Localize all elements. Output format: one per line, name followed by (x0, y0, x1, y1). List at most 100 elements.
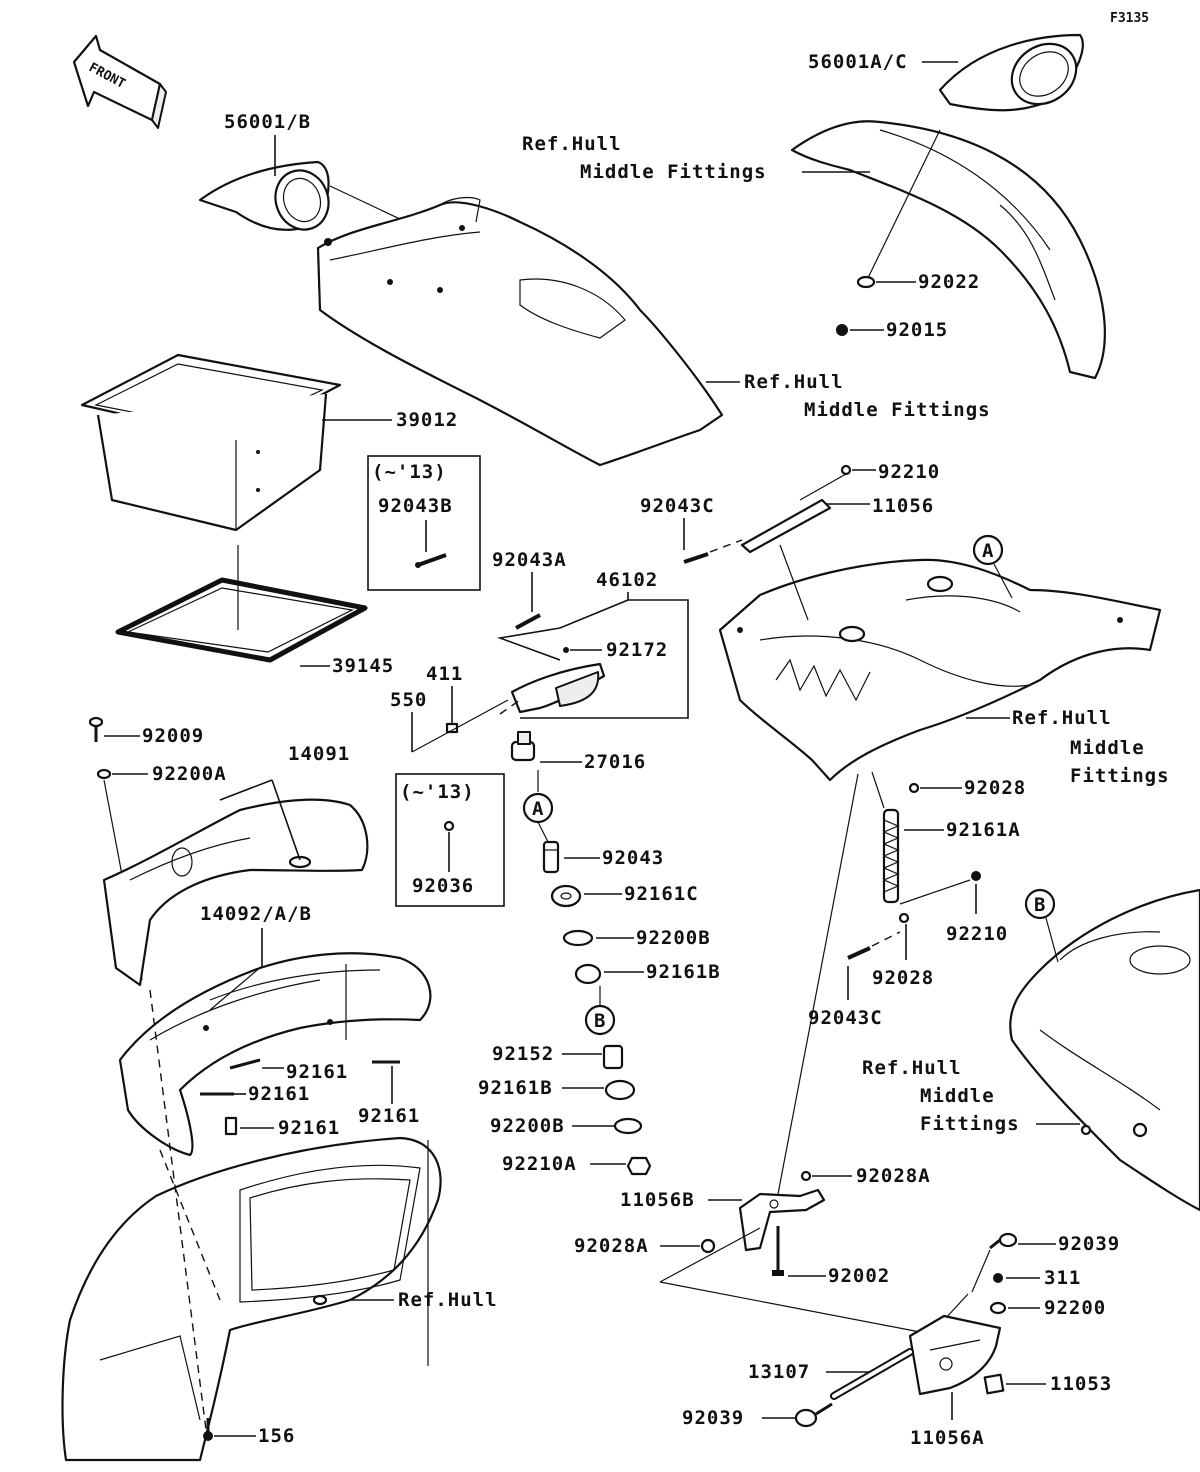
hull-left-icon (61, 1136, 442, 1462)
washer-92200-icon (989, 1301, 1007, 1315)
meter-56001b-icon (198, 160, 330, 231)
washer-92200b-1-icon (562, 929, 594, 947)
label-92161c: 92161C (624, 883, 699, 905)
label-11056: 11056 (872, 495, 934, 517)
screw-156-icon (203, 1418, 213, 1441)
label-92015: 92015 (886, 319, 948, 341)
rubber-92161c-hole (560, 892, 572, 900)
figure-code: F3135 (1110, 11, 1149, 26)
nut-92210-top-icon (840, 464, 852, 476)
label-11053: 11053 (1050, 1373, 1112, 1395)
label-92022: 92022 (918, 271, 980, 293)
axis-92210-top (799, 473, 847, 501)
label-92161a: 92161A (946, 819, 1021, 841)
spring-92161a-icon (882, 808, 900, 904)
label-92152: 92152 (492, 1043, 554, 1065)
nut-92210-mid-icon (971, 871, 981, 881)
axis-11056b (777, 773, 859, 1195)
label-refhull-a2: Middle Fittings (580, 161, 767, 183)
dash-92043c-mid (871, 931, 901, 947)
washer-92022-icon (856, 275, 876, 289)
label-refhull-c1: Ref.Hull (1012, 707, 1112, 729)
front-arrow-icon: FRONT (72, 34, 167, 129)
label-56001ac: 56001A/C (808, 51, 908, 73)
label-92043: 92043 (602, 847, 664, 869)
label-46102: 46102 (596, 569, 658, 591)
bracket-11056b-icon (738, 1188, 826, 1252)
upper-cover-icon (316, 196, 724, 467)
bolt-92028-2-icon (898, 912, 910, 924)
axis-11056a-top (943, 1293, 969, 1321)
washer-92200a-icon (96, 768, 112, 780)
axis-a-bottom (537, 821, 549, 843)
label-311: 311 (1044, 1267, 1081, 1289)
label-92161-3: 92161 (358, 1105, 420, 1127)
leader-11056b-group (659, 1227, 921, 1333)
label-refhull-c3: Fittings (1070, 765, 1170, 787)
bolt-92028a-2-icon (700, 1238, 716, 1254)
dash-92043c-top (709, 539, 743, 553)
label-refhull-b1: Ref.Hull (744, 371, 844, 393)
label-14091: 14091 (288, 743, 350, 765)
pin-13107-icon (830, 1348, 914, 1400)
strip-92161-4-icon (224, 1116, 238, 1136)
screw-92009-icon (88, 716, 104, 742)
nut-92015-icon (836, 324, 848, 336)
leader-14091-b (271, 779, 301, 861)
label-92039-2: 92039 (682, 1407, 744, 1429)
leader-46102-b (496, 599, 629, 661)
label-92161-4: 92161 (278, 1117, 340, 1139)
label-27016: 27016 (584, 751, 646, 773)
leader-14092-body (209, 965, 263, 1011)
label-refhull-c2: Middle (1070, 737, 1145, 759)
variant-box-92043b (367, 455, 481, 591)
label-11056b: 11056B (620, 1189, 695, 1211)
nut-92210a-icon (626, 1156, 652, 1176)
dash-axis-156-a (149, 989, 207, 1431)
label-92043a: 92043A (492, 549, 567, 571)
label-92028-1: 92028 (964, 777, 1026, 799)
latch-46102-icon (510, 662, 606, 714)
lower-hull-right-icon (1009, 888, 1200, 1212)
bolt-92043-icon (542, 840, 560, 874)
bolt-92043c-top-icon (683, 552, 709, 564)
variant-box-92036 (395, 773, 505, 907)
label-411: 411 (426, 663, 463, 685)
callout-b-right-leader (1045, 917, 1059, 963)
label-11056a: 11056A (910, 1427, 985, 1449)
spring-axis-top (871, 771, 885, 809)
label-92210-mid: 92210 (946, 923, 1008, 945)
label-92200b-2: 92200B (490, 1115, 565, 1137)
strip-92161-1-icon (229, 1058, 261, 1070)
label-92036: 92036 (412, 875, 474, 897)
label-92161b-2: 92161B (478, 1077, 553, 1099)
label-refhull-d3: Fittings (920, 1113, 1020, 1135)
label-refhull-d2: Middle (920, 1085, 995, 1107)
label-92172: 92172 (606, 639, 668, 661)
label-39012: 39012 (396, 409, 458, 431)
callout-b-right-text: B (1034, 894, 1046, 916)
dash-550 (499, 699, 521, 715)
cable-550-icon (411, 699, 509, 753)
cover-14091-icon (102, 798, 369, 987)
label-39145: 39145 (332, 655, 394, 677)
label-92039-1: 92039 (1058, 1233, 1120, 1255)
label-92210-top: 92210 (878, 461, 940, 483)
callout-a-right-leader (993, 563, 1013, 599)
nut-311-icon (993, 1273, 1003, 1283)
knob-27016-icon (510, 731, 536, 762)
bolt-92002-icon (772, 1226, 784, 1276)
label-92210a: 92210A (502, 1153, 577, 1175)
gasket-icon (115, 577, 368, 663)
label-refhull-a1: Ref.Hull (522, 133, 622, 155)
callout-a-right (972, 534, 1004, 566)
label-92028-2: 92028 (872, 967, 934, 989)
label-13107: 13107 (748, 1361, 810, 1383)
callout-a-right-text: A (982, 540, 994, 562)
callout-b-right (1024, 888, 1056, 920)
leader-92022-axis (865, 129, 941, 283)
callout-a-center-text: A (532, 798, 544, 820)
label-550: 550 (390, 689, 427, 711)
label-92161-2: 92161 (248, 1083, 310, 1105)
label-56001b: 56001/B (224, 111, 311, 133)
